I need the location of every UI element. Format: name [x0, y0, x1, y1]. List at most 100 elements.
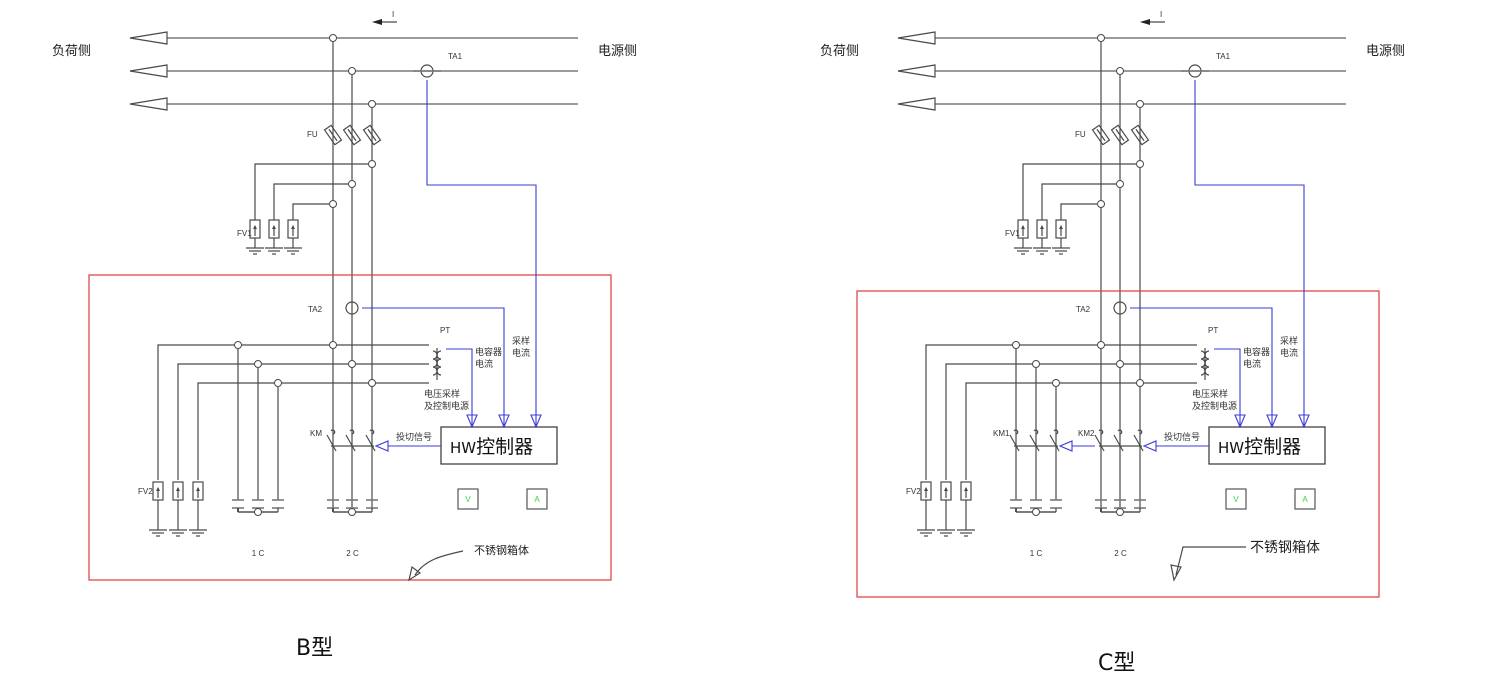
potential-transformer-icon: [1200, 348, 1210, 380]
contact-hook: [1137, 429, 1143, 435]
voltage-bus-1: [925, 344, 1197, 480]
voltage-sampling-label-line1: 电压采样: [1192, 388, 1228, 400]
hw-controller-name: 控制器: [476, 436, 533, 458]
fuse-icon: [362, 124, 382, 146]
voltage-bus-1: [157, 344, 429, 480]
current-direction-label: I: [1160, 10, 1162, 19]
fv1-label: FV1: [1005, 229, 1020, 238]
capacitor-current-wire: [362, 307, 505, 427]
junction-dot: [1052, 379, 1060, 387]
fv1-feed-wire: [273, 183, 348, 220]
star-point-dot: [254, 508, 262, 516]
arrester-arrowhead: [272, 225, 276, 229]
hw-controller-label: HW控制器: [450, 436, 533, 458]
arrester-arrowhead: [1059, 225, 1063, 229]
capacitor-current-label-line2: 电流: [1243, 358, 1261, 370]
junction-dot: [274, 379, 282, 387]
junction-dot: [1116, 180, 1124, 188]
contact-hook: [1013, 429, 1019, 435]
current-direction-arrow-icon: [372, 19, 382, 25]
capacitor-bank-label: 1 C: [252, 549, 265, 558]
capacitor-bank-1: 1 C: [232, 499, 284, 558]
arrester-arrowhead: [924, 487, 928, 491]
bus-arrow-icon: [897, 31, 936, 45]
capacitor-bank-label: 2 C: [346, 549, 359, 558]
ammeter-icon: [526, 488, 548, 510]
contactor-label: KM: [310, 429, 322, 438]
contactor-switch-icon: [1009, 429, 1020, 452]
capacitor-current-label-line1: 电容器: [1243, 346, 1270, 358]
current-transformer-ta2-icon: [345, 301, 359, 315]
stainless-enclosure-box: [88, 274, 612, 581]
load-side-label: 负荷侧: [820, 44, 859, 59]
arrester-arrowhead: [1021, 225, 1025, 229]
ground-icon: [284, 247, 302, 255]
arrester-arrowhead: [176, 487, 180, 491]
ground-icon: [149, 529, 167, 537]
fuse-element: [1135, 128, 1145, 142]
surge-arrester-icon: [284, 219, 302, 255]
hw-controller-label: HW控制器: [1218, 436, 1301, 458]
junction-dot: [1097, 34, 1105, 42]
fv2-label: FV2: [906, 487, 921, 496]
contactor-switch-icon: [345, 429, 356, 452]
star-point-dot: [1032, 508, 1040, 516]
contact-blade: [326, 434, 337, 452]
voltmeter-label: V: [1233, 495, 1239, 504]
surge-arrester-icon: [937, 481, 955, 537]
ammeter-label: A: [1302, 495, 1308, 504]
surge-arrester-icon: [169, 481, 187, 537]
fuse-element: [367, 128, 377, 142]
junction-dot: [1012, 341, 1020, 349]
junction-dot: [368, 379, 376, 387]
junction-dot: [329, 341, 337, 349]
capacitor-bank-2: 2 C: [327, 499, 378, 558]
fuse-label: FU: [1075, 130, 1086, 139]
capacitor-icon: [272, 499, 284, 509]
voltage-bus-3: [965, 382, 1197, 480]
bus-arrow-icon: [129, 31, 168, 45]
contact-hook: [349, 429, 355, 435]
contactor-switch-icon: [1029, 429, 1040, 452]
contactor-switch-icon: [365, 429, 376, 452]
arrester-arrowhead: [964, 487, 968, 491]
junction-dot: [254, 360, 262, 368]
contact-hook: [1098, 429, 1104, 435]
fuse-icon: [342, 124, 362, 146]
surge-arrester-icon: [1033, 219, 1051, 255]
enclosure-leader-line: [414, 550, 464, 576]
sampling-current-label-line1: 采样: [1280, 335, 1298, 347]
ground-icon: [917, 529, 935, 537]
contact-hook: [369, 429, 375, 435]
surge-arrester-icon: [189, 481, 207, 537]
junction-dot: [348, 360, 356, 368]
sampling-current-wire: [426, 80, 537, 427]
current-direction-arrow-icon: [1140, 19, 1150, 25]
surge-arrester-icon: [1052, 219, 1070, 255]
contact-hook: [1033, 429, 1039, 435]
enclosure-leader-arrow-icon: [408, 565, 422, 582]
switch-signal-label: 投切信号: [396, 431, 432, 443]
capacitor-icon: [252, 499, 264, 509]
voltage-bus-2: [945, 363, 1197, 480]
voltmeter-label: V: [465, 495, 471, 504]
capacitor-icon: [1010, 499, 1022, 509]
capacitor-icon: [1050, 499, 1062, 509]
contactor-switch-icon: [1113, 429, 1124, 452]
capacitor-current-wire: [1130, 307, 1273, 427]
capacitor-icon: [1030, 499, 1042, 509]
capacitor-bank-2: 2 C: [1095, 499, 1146, 558]
contact-blade: [1094, 434, 1105, 452]
arrester-arrowhead: [196, 487, 200, 491]
contact-hook: [1117, 429, 1123, 435]
fv1-feed-wire: [1041, 183, 1116, 220]
diagram-caption: B型: [296, 636, 333, 661]
junction-dot: [234, 341, 242, 349]
enclosure-leader-line: [1175, 546, 1246, 576]
contact-blade: [1009, 434, 1020, 452]
ammeter-label: A: [534, 495, 540, 504]
potential-transformer-icon: [432, 348, 442, 380]
contact-blade: [365, 434, 376, 452]
capacitor-current-label-line2: 电流: [475, 358, 493, 370]
